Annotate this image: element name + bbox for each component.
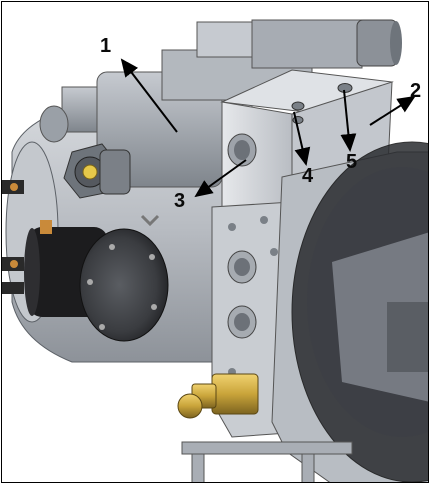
callout-label-5: 5 — [346, 151, 357, 173]
flange-housing — [271, 141, 428, 482]
motor-terminals — [2, 180, 24, 294]
callout-arrow-4 — [293, 111, 311, 166]
callout-arrow-5 — [340, 89, 357, 152]
callout-arrows — [120, 58, 416, 198]
callout-labels: 1 2 3 4 5 — [100, 35, 421, 212]
callout-arrow-2 — [369, 95, 416, 126]
callout-arrow-1 — [120, 58, 178, 133]
solenoid-cap-disc — [79, 214, 169, 342]
callout-label-4: 4 — [302, 165, 314, 187]
callout-label-2: 2 — [410, 80, 421, 102]
solenoid-connector — [63, 143, 131, 199]
callout-label-3: 3 — [174, 190, 185, 212]
brass-fitting — [177, 373, 259, 419]
callout-arrow-3 — [194, 159, 247, 198]
base-frame — [181, 441, 353, 482]
callout-label-1: 1 — [100, 35, 111, 57]
